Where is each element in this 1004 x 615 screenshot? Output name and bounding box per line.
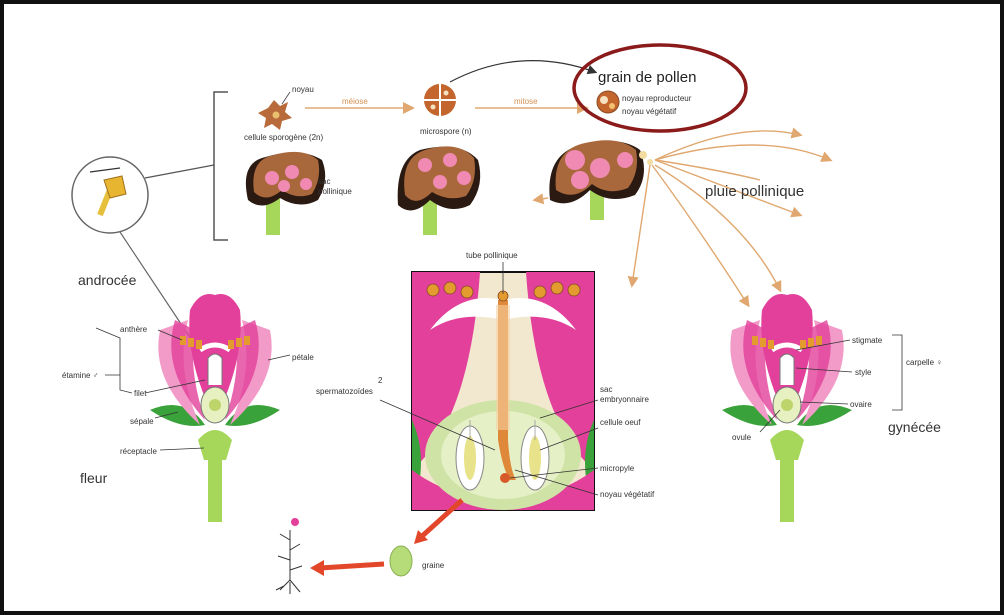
label-microspore: microspore (n)	[420, 127, 472, 136]
label-stigmate: stigmate	[852, 336, 883, 345]
anther-section-2	[398, 146, 481, 235]
label-receptacle: réceptacle	[120, 447, 157, 456]
label-tube-pollinique: tube pollinique	[466, 251, 518, 260]
red-arrow-to-plant	[320, 564, 384, 568]
label-style: style	[855, 368, 872, 377]
label-etamine: étamine ♂	[62, 371, 99, 380]
label-grain-de-pollen: grain de pollen	[598, 69, 696, 86]
label-cellule-oeuf: cellule oeuf	[600, 418, 641, 427]
label-androcee: androcée	[78, 272, 137, 288]
label-noyau-vegetatif-top: noyau végétatif	[622, 107, 677, 116]
label-fleur: fleur	[80, 470, 108, 486]
label-sepale: sépale	[130, 417, 154, 426]
sporogenous-cell	[258, 100, 292, 130]
pollen-grain	[597, 91, 619, 113]
pollen-grain-highlight-ellipse	[574, 45, 746, 131]
label-ovaire: ovaire	[850, 400, 872, 409]
label-filet: filet	[134, 389, 147, 398]
label-pluie-pollinique: pluie pollinique	[705, 183, 804, 200]
anther-section-3	[549, 140, 653, 220]
label-noyau: noyau	[292, 85, 314, 94]
label-spermatozoides: spermatozoïdes	[316, 387, 373, 396]
label-noyau-reproducteur: noyau reproducteur	[622, 94, 692, 103]
label-sac-pollinique-1: sac	[318, 177, 330, 186]
center-zoom-panel	[412, 272, 594, 510]
top-bracket	[214, 92, 228, 240]
tetrad-to-pollen-arrow	[450, 61, 595, 82]
young-plant	[276, 518, 302, 594]
right-flower	[722, 294, 852, 522]
label-micropyle: micropyle	[600, 464, 635, 473]
label-ovule: ovule	[732, 433, 752, 442]
label-mitose: mitose	[514, 97, 538, 106]
label-graine: graine	[422, 561, 445, 570]
label-cellule-sporogene: cellule sporogène (2n)	[244, 133, 323, 142]
label-anthere: anthère	[120, 325, 148, 334]
left-flower	[150, 294, 280, 522]
stamen-zoom-circle	[72, 157, 148, 233]
label-meiose: méiose	[342, 97, 368, 106]
label-sac-pollinique-2: pollinique	[318, 187, 352, 196]
label-spermatozoides-count: 2	[378, 376, 383, 385]
label-gynecee: gynécée	[888, 419, 941, 435]
label-sac-embryonnaire-1: sac	[600, 385, 612, 394]
label-carpelle: carpelle ♀	[906, 358, 942, 367]
microspore-tetrad	[424, 84, 456, 116]
anther-section-1	[246, 152, 325, 235]
label-petale: pétale	[292, 353, 314, 362]
seed	[390, 546, 412, 576]
label-sac-embryonnaire-2: embryonnaire	[600, 395, 649, 404]
zoom-connector-line	[145, 165, 214, 178]
label-noyau-vegetatif-center: noyau végétatif	[600, 490, 655, 499]
